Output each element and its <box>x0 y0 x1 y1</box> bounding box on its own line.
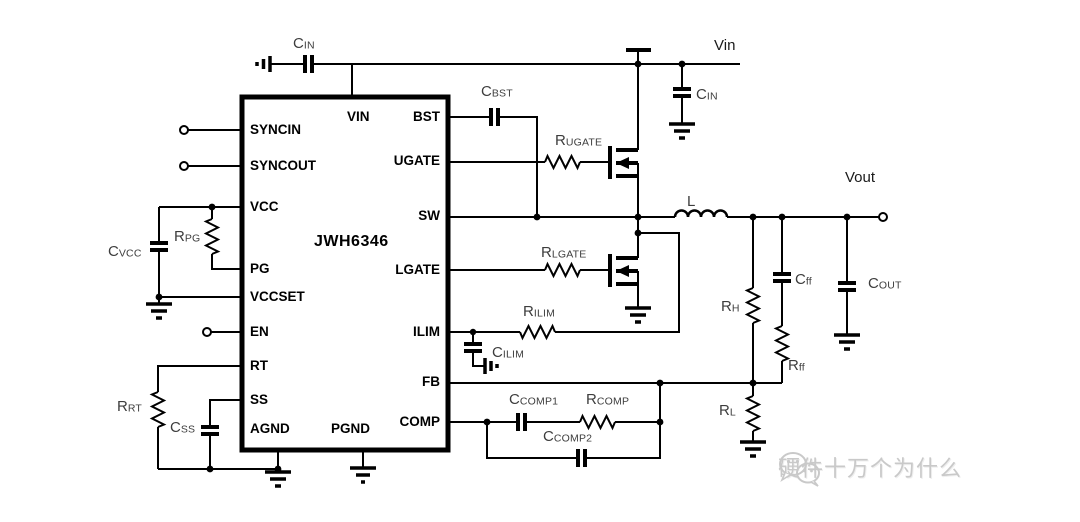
label-rh: RH <box>721 298 740 315</box>
wire-ccomp2 <box>486 422 661 459</box>
lowside-mosfet-icon <box>608 217 639 308</box>
label-ccomp1: CCOMP1 <box>509 391 559 408</box>
watermark-text: 硬件十万个为什么 <box>778 456 963 481</box>
ground-lowfet-icon <box>625 306 651 324</box>
label-rlgate: RLGATE <box>541 244 587 261</box>
pin-rt: RT <box>250 358 268 373</box>
label-cout: COUT <box>868 275 902 292</box>
ground-vccset-icon <box>146 302 172 320</box>
label-rrt: RRT <box>117 398 143 415</box>
pin-bst: BST <box>413 109 440 124</box>
label-inductor: L <box>687 193 696 210</box>
vout-terminal <box>878 212 888 222</box>
ground-pgnd-icon <box>350 466 376 484</box>
wire-cbst-to-sw <box>500 116 538 217</box>
pin-vin: VIN <box>347 109 370 124</box>
capacitor-ccomp2-icon <box>576 449 587 467</box>
resistor-rrt-icon <box>149 391 167 428</box>
ground-cilim-rotated-icon <box>483 358 499 374</box>
wire-rpg-bottom <box>211 254 242 270</box>
capacitor-cilim-icon <box>464 342 482 353</box>
pin-ss: SS <box>250 392 269 407</box>
resistor-rugate-icon <box>544 153 581 171</box>
capacitor-cvcc-icon <box>150 241 168 252</box>
capacitor-cin-right-icon <box>673 87 691 98</box>
capacitor-cbst-icon <box>489 108 500 126</box>
syncout-terminal <box>179 161 189 171</box>
resistor-rlgate-icon <box>544 261 581 279</box>
ground-agnd-icon <box>265 470 291 488</box>
capacitor-ccomp1-icon <box>516 413 527 431</box>
resistor-rh-icon <box>744 287 762 324</box>
pin-pg: PG <box>250 261 270 276</box>
net-label-vin: Vin <box>714 37 736 54</box>
wechat-icon <box>779 452 820 487</box>
label-css: CSS <box>170 419 196 436</box>
label-cilim: CILIM <box>492 344 525 361</box>
input-ground-rotated-icon <box>255 56 272 72</box>
ic-outline <box>239 94 451 453</box>
resistor-rl-icon <box>744 395 762 432</box>
syncin-terminal <box>179 125 189 135</box>
en-terminal <box>202 327 212 337</box>
pin-en: EN <box>250 324 269 339</box>
junction-dots <box>155 60 851 473</box>
label-rpg: RPG <box>174 228 201 245</box>
pin-lgate: LGATE <box>395 262 440 277</box>
ground-cout-icon <box>834 333 860 351</box>
label-rugate: RUGATE <box>555 132 603 149</box>
label-cff: Cff <box>795 271 812 288</box>
resistor-rcomp-icon <box>579 413 616 431</box>
resistor-rpg-icon <box>203 218 221 255</box>
pin-pgnd: PGND <box>331 421 371 436</box>
capacitor-css-icon <box>201 425 219 436</box>
label-cin-right: CIN <box>696 86 718 103</box>
pin-agnd: AGND <box>250 421 290 436</box>
pin-ugate: UGATE <box>393 153 440 168</box>
label-rilim: RILIM <box>523 303 556 320</box>
label-rl: RL <box>719 402 736 419</box>
highside-mosfet-icon <box>608 48 651 217</box>
wire-agnd-rail <box>158 450 279 472</box>
net-label-vout: Vout <box>845 169 876 186</box>
label-rcomp: RCOMP <box>586 391 630 408</box>
pin-comp: COMP <box>399 414 441 429</box>
pin-fb: FB <box>422 374 440 389</box>
pin-ilim: ILIM <box>413 324 440 339</box>
wire-ss <box>209 399 242 425</box>
wire-rt <box>157 365 242 392</box>
label-rff: Rff <box>788 357 805 374</box>
pin-syncin: SYNCIN <box>250 122 302 137</box>
pin-vccset: VCCSET <box>250 289 305 304</box>
label-cvcc: CVCC <box>108 243 142 260</box>
pin-syncout: SYNCOUT <box>250 158 317 173</box>
wire-ilim-sense <box>555 232 680 333</box>
resistor-rff-icon <box>773 325 791 362</box>
inductor-l-icon <box>673 209 729 218</box>
resistor-rilim-icon <box>519 323 556 341</box>
pin-vcc: VCC <box>250 199 279 214</box>
watermark: 硬件十万个为什么 <box>778 451 963 487</box>
pin-sw: SW <box>418 208 440 223</box>
ground-rl-icon <box>740 440 766 458</box>
label-ccomp2: CCOMP2 <box>543 428 593 445</box>
ic-part-number: JWH6346 <box>314 233 389 250</box>
capacitor-cout-icon <box>838 281 856 292</box>
ground-cin-right-icon <box>669 122 695 140</box>
label-cbst: CBST <box>481 83 513 100</box>
label-cin-top: CIN <box>293 35 315 52</box>
capacitor-cff-icon <box>773 272 791 283</box>
capacitor-cin-top-icon <box>303 55 314 73</box>
